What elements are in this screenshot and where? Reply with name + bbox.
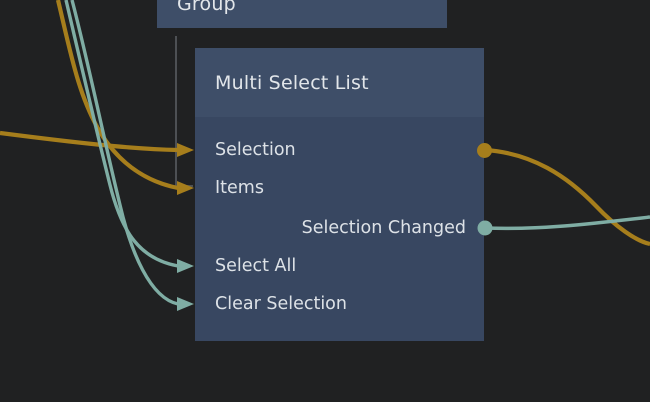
- wire-orange-selection-out[interactable]: [484, 147, 650, 247]
- wire-teal-select-all[interactable]: [64, 0, 179, 268]
- group-elbow-connector: [175, 36, 193, 187]
- node-header[interactable]: Multi Select List: [195, 48, 484, 117]
- arrowhead-select-all: [177, 259, 194, 273]
- wire-orange-selection[interactable]: [0, 130, 179, 153]
- wire-teal-selection-changed-out[interactable]: [484, 215, 650, 231]
- port-row-select-all: Select All: [215, 256, 297, 276]
- node-title: Multi Select List: [215, 71, 369, 94]
- wire-teal-clear-selection[interactable]: [70, 0, 179, 306]
- port-row-selection: Selection: [215, 140, 296, 160]
- arrowhead-items: [177, 181, 194, 195]
- wire-orange-items[interactable]: [55, 0, 179, 191]
- port-row-items: Items: [215, 178, 264, 198]
- node-multi-select-list[interactable]: Multi Select List Selection Items Select…: [195, 48, 484, 341]
- port-row-clear-selection: Clear Selection: [215, 294, 347, 314]
- arrowhead-clear-selection: [177, 297, 194, 311]
- arrowhead-selection: [177, 143, 194, 157]
- port-row-selection-changed: Selection Changed: [301, 218, 466, 238]
- group-node-title: Group: [177, 0, 236, 15]
- node-group[interactable]: Group: [157, 0, 447, 28]
